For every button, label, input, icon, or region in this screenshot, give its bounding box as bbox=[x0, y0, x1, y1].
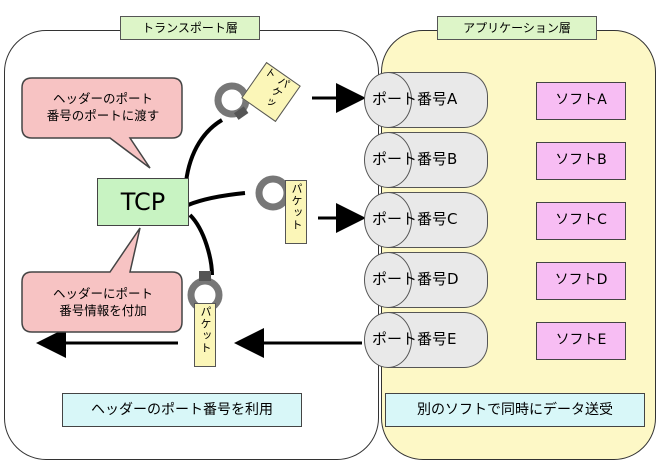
packet-tag-bottom-label: パケット bbox=[199, 306, 212, 354]
port-cylinder-cap bbox=[364, 132, 412, 188]
soft-a: ソフトA bbox=[536, 82, 626, 120]
port-label: ポート番号B bbox=[372, 150, 458, 168]
bubble-bottom-text: ヘッダーにポート 番号情報を付加 bbox=[52, 286, 153, 318]
application-layer-title: アプリケーション層 bbox=[437, 16, 597, 40]
port-cylinder-cap bbox=[364, 312, 412, 368]
port-label: ポート番号E bbox=[372, 330, 457, 348]
transport-layer-title: トランスポート層 bbox=[120, 16, 260, 40]
application-bottom-label: 別のソフトで同時にデータ送受 bbox=[385, 393, 645, 427]
soft-b: ソフトB bbox=[536, 142, 626, 180]
port-label: ポート番号A bbox=[372, 90, 458, 108]
packet-tag-middle-label: パケット bbox=[290, 183, 303, 231]
bubble-top-text: ヘッダーのポート 番号のポートに渡す bbox=[46, 91, 160, 123]
socket-icon-top bbox=[214, 82, 250, 120]
speech-bubble-bottom bbox=[21, 227, 183, 333]
speech-bubble-top bbox=[21, 77, 183, 169]
port-cylinder-cap bbox=[364, 192, 412, 248]
port-label: ポート番号D bbox=[372, 270, 459, 288]
packet-tag-bottom: パケット bbox=[194, 303, 216, 367]
transport-bottom-label: ヘッダーのポート番号を利用 bbox=[62, 393, 302, 427]
port-label: ポート番号C bbox=[372, 210, 458, 228]
port-cylinder-cap bbox=[364, 72, 412, 128]
port-cylinder-cap bbox=[364, 252, 412, 308]
soft-e: ソフトE bbox=[536, 322, 626, 360]
soft-d: ソフトD bbox=[536, 262, 626, 300]
tcp-box: TCP bbox=[97, 178, 189, 226]
soft-c: ソフトC bbox=[536, 202, 626, 240]
packet-tag-middle: パケット bbox=[285, 180, 307, 244]
